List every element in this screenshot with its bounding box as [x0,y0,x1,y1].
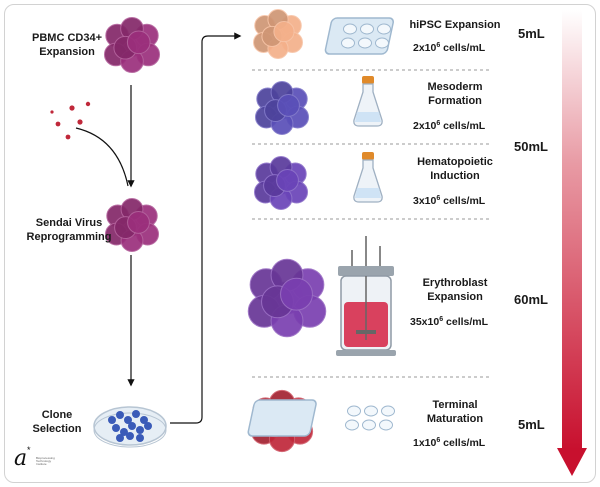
multiwell-plate-icon-1 [324,17,394,55]
logo-text: Bioprocessing Technology Institute [36,456,55,466]
stage-terminal-density: 1x106 cells/mL [413,437,486,449]
stage-mesoderm-label: Mesoderm Formation [427,81,483,107]
reprogrammed-cell-cluster [104,197,160,253]
sendai-reprogramming-label: Sendai Virus Reprogramming [26,217,112,243]
volume-label-4: 5mL [518,417,545,432]
bioreactor-icon-4 [336,236,396,356]
stage-erythroblast-label: Erythroblast Expansion [422,277,488,303]
stage-mesoderm-density: 2x106 cells/mL [413,120,486,132]
sendai-virus-particles [50,101,91,140]
stage-cell-cluster-2 [254,80,310,136]
volume-label-1: 5mL [518,26,545,41]
shake-flask-icon-3 [353,152,383,203]
stage-cell-cluster-3 [253,155,309,211]
stage-hematopoietic-density: 3x106 cells/mL [413,195,486,207]
stage-terminal-label: Terminal Maturation [426,399,484,425]
stage-cell-cluster-4 [247,258,327,338]
volume-label-2: 50mL [514,139,548,154]
volume-gradient-arrow [557,10,587,476]
stage-hipsc-density: 2x106 cells/mL [413,42,486,54]
institute-logo: a * Bioprocessing Technology Institute [14,445,55,472]
logo-star-icon: * [27,445,31,455]
clone-selection-label: Clone Selection [32,409,82,435]
stage-separators [252,69,492,378]
stage-hematopoietic-label: Hematopoietic Induction [417,156,493,182]
stage-erythroblast-density: 35x106 cells/mL [410,316,489,328]
multiwell-plate-icon-5 [247,399,395,437]
left-flow-arrows [75,32,242,424]
pbmc-cell-cluster [103,16,161,74]
pbmc-expansion-label: PBMC CD34+ Expansion [32,32,102,58]
petri-dish-icon [93,406,167,448]
shake-flask-icon-2 [353,76,383,127]
stage-hipsc-label: hiPSC Expansion [409,19,501,31]
logo-mark: a [14,446,28,471]
volume-label-3: 60mL [514,292,548,307]
stage-cell-cluster-1 [253,9,303,59]
